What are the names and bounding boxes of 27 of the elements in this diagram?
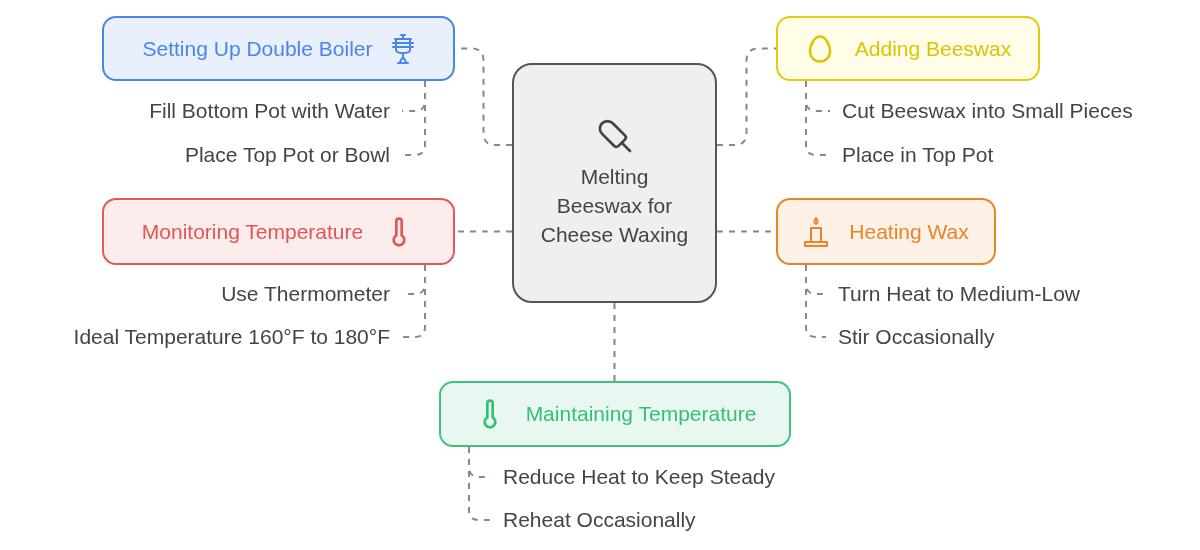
connector-line [716, 47, 777, 146]
step-text: Reheat Occasionally [503, 505, 803, 535]
step-text: Place Top Pot or Bowl [60, 140, 390, 170]
connector-line [805, 264, 827, 338]
step-text: Use Thermometer [60, 279, 390, 309]
step-text: Stir Occasionally [838, 322, 1138, 352]
category-text: Maintaining Temperature [525, 402, 757, 426]
step-text: Fill Bottom Pot with Water [60, 96, 390, 126]
connector-line [401, 264, 426, 338]
category-text: Monitoring Temperature [141, 219, 364, 244]
connector-line [468, 446, 492, 521]
category-box [102, 198, 455, 265]
category-text: Heating Wax [849, 219, 969, 244]
step-text: Place in Top Pot [842, 140, 1142, 170]
connector-line [613, 302, 616, 382]
category-box [776, 198, 996, 265]
step-text: Turn Heat to Medium-Low [838, 279, 1158, 309]
topic-text: Melting Beeswax for Cheese Waxing [539, 163, 690, 248]
category-text: Adding Beeswax [854, 36, 1012, 61]
central-topic-box [512, 63, 717, 303]
step-text: Ideal Temperature 160°F to 180°F [14, 322, 390, 352]
category-box [439, 381, 791, 447]
category-text: Setting Up Double Boiler [142, 36, 373, 61]
step-text: Cut Beeswax into Small Pieces [842, 96, 1187, 126]
step-text: Reduce Heat to Keep Steady [503, 462, 833, 492]
category-box [776, 16, 1040, 81]
category-box [102, 16, 455, 81]
